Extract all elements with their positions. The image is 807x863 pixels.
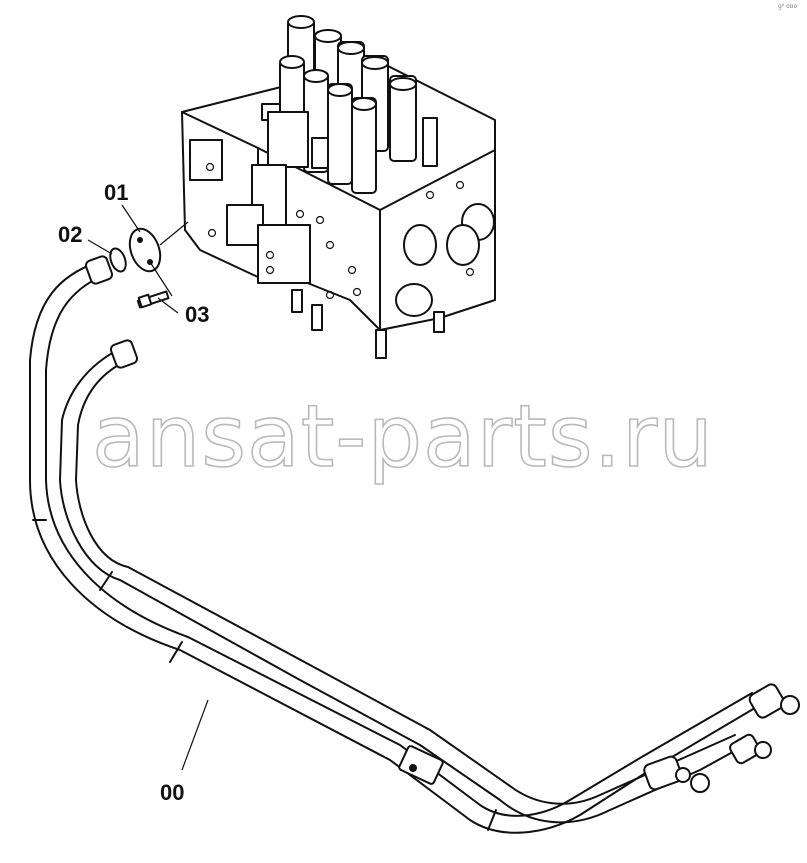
callout-01: 01	[104, 180, 128, 205]
bolt	[136, 290, 170, 309]
callout-02: 02	[58, 222, 82, 247]
split-flange	[128, 221, 189, 273]
pipe-end-fittings	[643, 683, 800, 793]
valve-port-plugs	[395, 180, 495, 317]
o-ring	[109, 247, 127, 273]
callout-03: 03	[185, 302, 209, 327]
watermark-text: ansat-parts.ru	[92, 387, 714, 487]
corner-mark: g⁰ ooo	[778, 3, 797, 10]
control-valve-block	[181, 15, 496, 359]
callout-00: 00	[160, 780, 184, 805]
pipe-assembly	[29, 255, 800, 834]
leader-lines	[87, 204, 209, 771]
